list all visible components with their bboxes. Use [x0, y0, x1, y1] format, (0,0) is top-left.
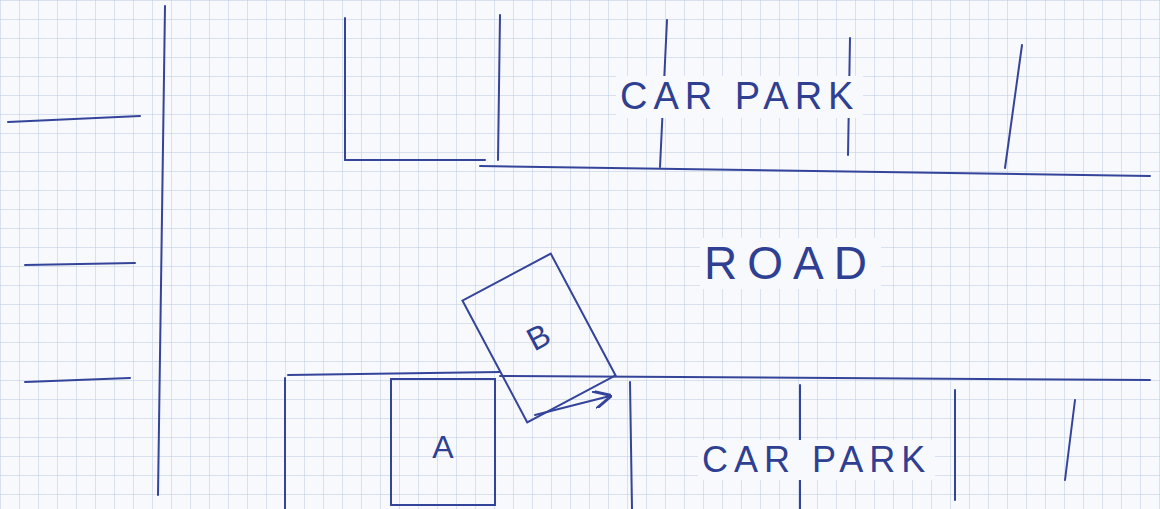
bay-line: [630, 382, 632, 509]
car-box: B: [461, 252, 617, 423]
area-label: CAR PARK: [616, 76, 863, 118]
bay-line: [288, 372, 500, 375]
stub-line: [8, 116, 140, 122]
car-letter: A: [432, 430, 453, 465]
wall-line: [158, 6, 165, 495]
motion-arrow: [535, 396, 610, 415]
bay-line: [284, 378, 286, 509]
bay-line: [498, 15, 500, 160]
stub-line: [25, 378, 130, 382]
bay-line: [344, 18, 346, 160]
bay-line: [345, 159, 485, 161]
bay-line: [1005, 45, 1022, 168]
bay-line: [1065, 400, 1075, 480]
car-letter: B: [521, 317, 556, 358]
area-label: CAR PARK: [698, 440, 935, 480]
bay-line: [954, 390, 956, 500]
road-label: ROAD: [700, 238, 881, 289]
road-edge: [500, 376, 1150, 380]
stub-line: [25, 263, 135, 265]
car-box: A: [390, 378, 496, 506]
road-edge: [480, 166, 1150, 176]
